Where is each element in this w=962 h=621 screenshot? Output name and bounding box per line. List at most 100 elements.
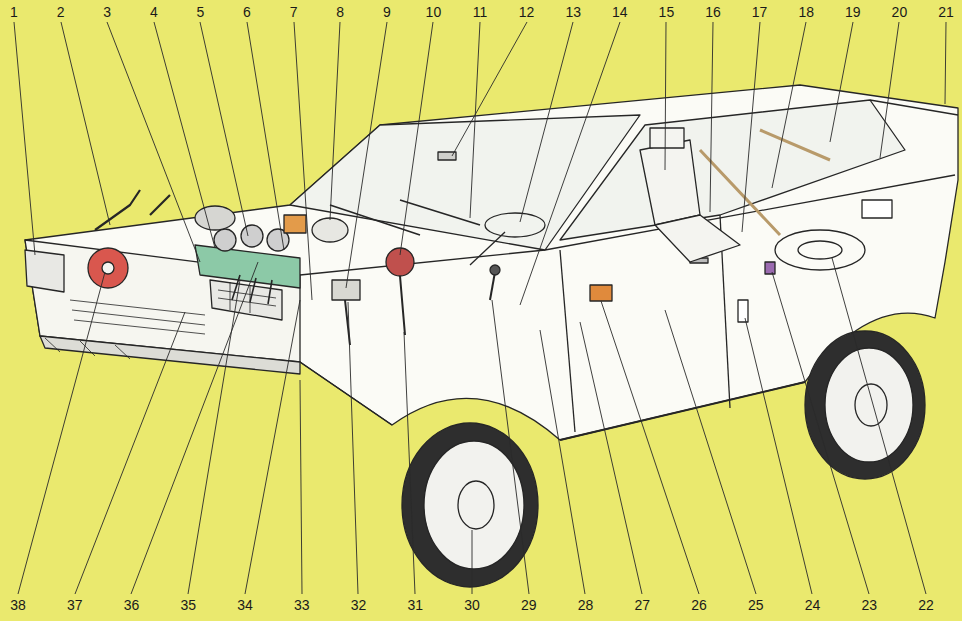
leader-line — [772, 272, 869, 594]
interior-part — [738, 300, 748, 322]
interior-part — [765, 262, 775, 274]
leader-line — [400, 22, 433, 255]
callout-number: 21 — [937, 4, 955, 20]
bumper-slots — [45, 338, 130, 359]
leader-line — [665, 22, 666, 170]
suspension-strut — [345, 276, 405, 345]
leader-line — [742, 22, 760, 232]
callout-number: 19 — [844, 4, 862, 20]
callout-number: 3 — [102, 4, 112, 20]
callout-number: 6 — [242, 4, 252, 20]
leader-line — [348, 302, 358, 594]
callout-number: 35 — [179, 597, 197, 613]
callout-number: 37 — [66, 597, 84, 613]
leader-line — [520, 22, 573, 222]
callout-number: 33 — [293, 597, 311, 613]
callout-number: 30 — [463, 597, 481, 613]
door-line — [560, 250, 575, 432]
seat-belt — [700, 130, 830, 235]
leader-line — [520, 22, 620, 305]
leader-line — [452, 22, 527, 156]
callout-number: 18 — [797, 4, 815, 20]
hood-edge — [300, 250, 545, 275]
leader-line — [745, 318, 812, 594]
spare-hub — [798, 241, 842, 259]
callout-number: 23 — [860, 597, 878, 613]
callout-number: 34 — [236, 597, 254, 613]
steering-column — [470, 232, 505, 265]
leader-line — [601, 301, 699, 594]
callout-number: 1 — [9, 4, 19, 20]
callout-number: 20 — [891, 4, 909, 20]
callout-number: 8 — [335, 4, 345, 20]
leader-line — [880, 22, 899, 158]
callout-number: 36 — [123, 597, 141, 613]
leader-line — [945, 22, 946, 104]
callout-number: 25 — [747, 597, 765, 613]
fan — [88, 248, 128, 288]
rear-tyre — [805, 331, 925, 479]
leader-line — [18, 272, 105, 594]
battery — [332, 280, 360, 300]
beltline — [545, 175, 955, 250]
callout-number: 16 — [704, 4, 722, 20]
callout-number: 12 — [518, 4, 536, 20]
leader-line — [300, 380, 302, 594]
callout-number: 11 — [472, 4, 489, 20]
seat-part — [590, 285, 612, 301]
headrest — [650, 128, 684, 148]
leader-line — [472, 530, 473, 594]
leader-lines — [14, 22, 946, 594]
leader-line — [346, 22, 387, 288]
leader-line — [294, 22, 312, 300]
callout-number: 15 — [658, 4, 676, 20]
callout-number: 14 — [611, 4, 629, 20]
leader-line — [492, 300, 529, 594]
callout-number: 28 — [577, 597, 595, 613]
air-filter — [195, 206, 235, 230]
leader-line — [710, 22, 713, 212]
callout-number: 5 — [196, 4, 206, 20]
leader-line — [330, 22, 340, 220]
gear-knob — [490, 265, 500, 275]
headlight — [25, 250, 64, 292]
leader-line — [540, 330, 585, 594]
callout-number: 7 — [289, 4, 299, 20]
front-hub — [458, 481, 494, 529]
seat-back — [640, 140, 700, 225]
leader-line — [404, 332, 415, 594]
grille — [70, 300, 205, 334]
steering-wheel — [485, 213, 545, 237]
gear-lever — [490, 272, 495, 300]
callout-number: 13 — [564, 4, 582, 20]
engine-part — [214, 229, 236, 251]
rear-hub — [855, 384, 887, 426]
leader-line — [154, 22, 215, 248]
fuel-flap — [862, 200, 892, 218]
brake-servo — [312, 218, 348, 242]
callout-number: 4 — [149, 4, 159, 20]
sill — [560, 382, 805, 440]
front-rim — [424, 441, 524, 569]
leader-line — [247, 22, 284, 250]
leader-line — [14, 22, 35, 255]
leader-line — [580, 322, 642, 594]
callout-number: 38 — [9, 597, 27, 613]
leader-line — [665, 310, 756, 594]
engine-part — [284, 215, 306, 233]
leader-line — [75, 312, 185, 594]
side-window — [560, 100, 905, 240]
callout-number: 9 — [382, 4, 392, 20]
callout-number: 27 — [633, 597, 651, 613]
callout-number: 24 — [804, 597, 822, 613]
spare-wheel — [775, 230, 865, 270]
leader-line — [61, 22, 110, 225]
leader-line — [830, 22, 853, 142]
callout-number: 32 — [350, 597, 368, 613]
leader-line — [832, 258, 926, 594]
leader-line — [188, 280, 240, 594]
car-body — [25, 85, 958, 587]
